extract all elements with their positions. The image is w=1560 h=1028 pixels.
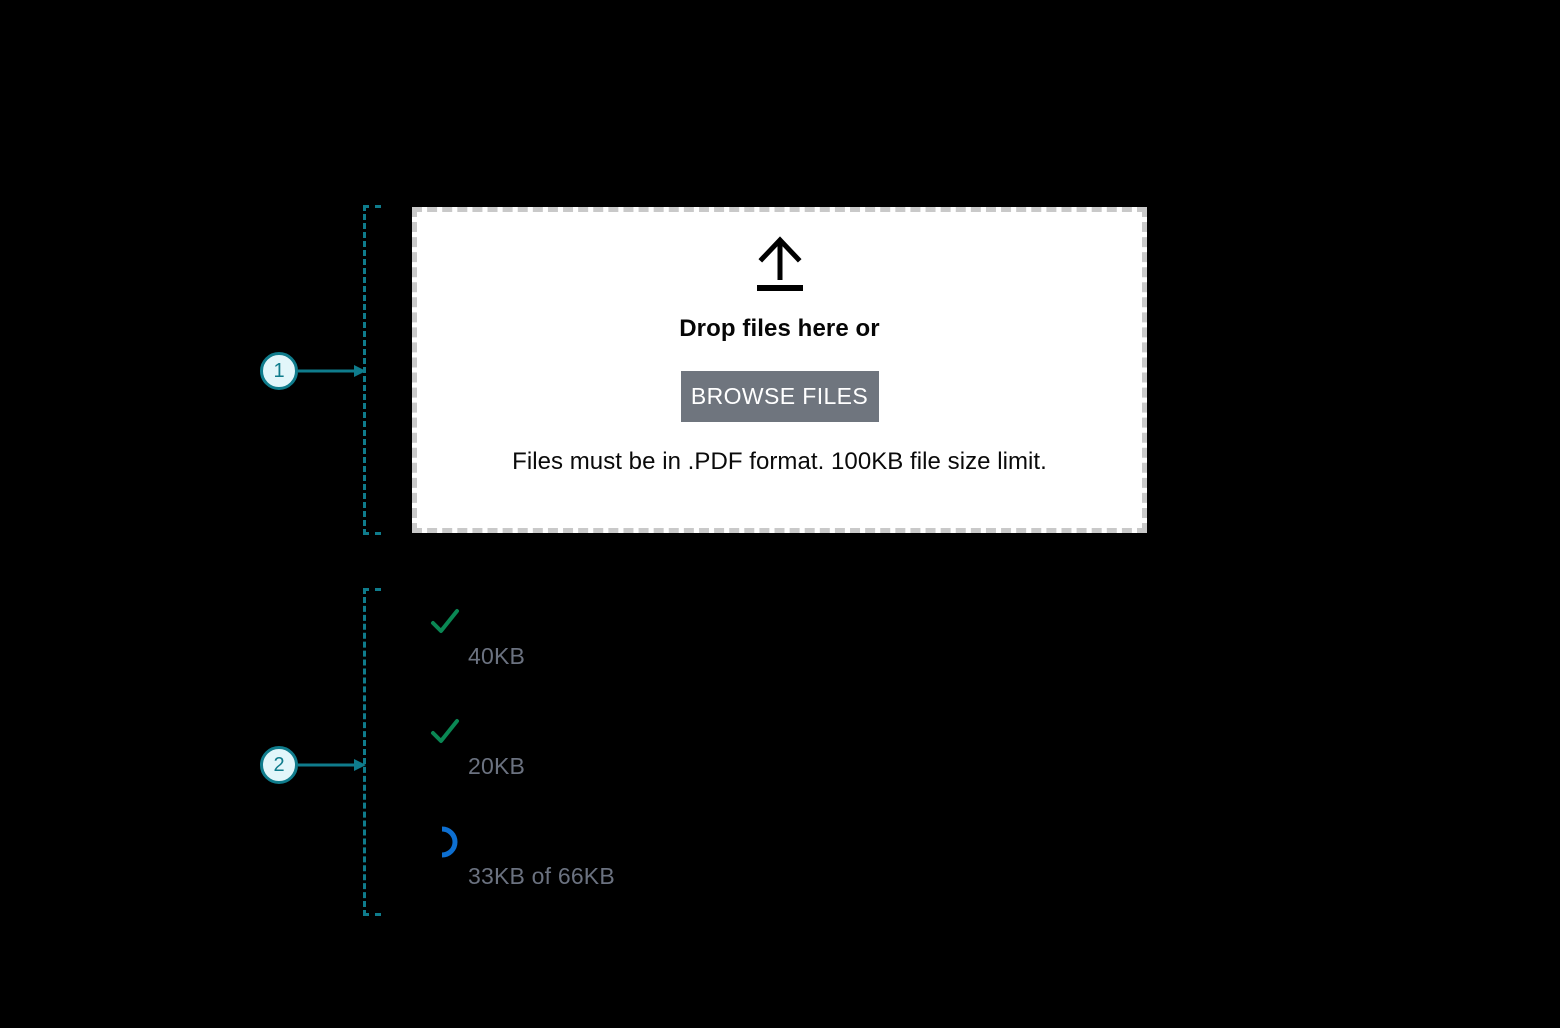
spinner-icon — [441, 826, 458, 858]
upload-arrow-icon — [756, 236, 803, 291]
file-size-label: 40KB — [468, 643, 526, 669]
list-item[interactable]: 20KB — [425, 710, 1125, 820]
check-icon — [431, 609, 459, 633]
file-progress-label: 33KB of 66KB — [468, 863, 615, 889]
list-item[interactable]: 40KB — [425, 600, 1125, 710]
annotation-arrow-2 — [298, 759, 366, 771]
annotation-arrow-1 — [298, 365, 366, 377]
annotation-bracket-2 — [363, 588, 381, 916]
annotation-marker-2[interactable]: 2 — [260, 746, 298, 784]
file-size-label: 20KB — [468, 753, 526, 779]
file-dropzone[interactable]: Drop files here or BROWSE FILES Files mu… — [412, 207, 1147, 533]
annotation-bracket-1 — [363, 205, 381, 535]
dropzone-title: Drop files here or — [679, 315, 880, 342]
uploaded-file-list: 40KB 20KB 33KB of 66KB — [425, 600, 1125, 930]
browse-files-button[interactable]: BROWSE FILES — [680, 371, 879, 422]
list-item[interactable]: 33KB of 66KB — [425, 820, 1125, 930]
check-icon — [431, 719, 459, 743]
dropzone-hint-text: Files must be in .PDF format. 100KB file… — [512, 448, 1047, 475]
annotation-marker-1[interactable]: 1 — [260, 352, 298, 390]
